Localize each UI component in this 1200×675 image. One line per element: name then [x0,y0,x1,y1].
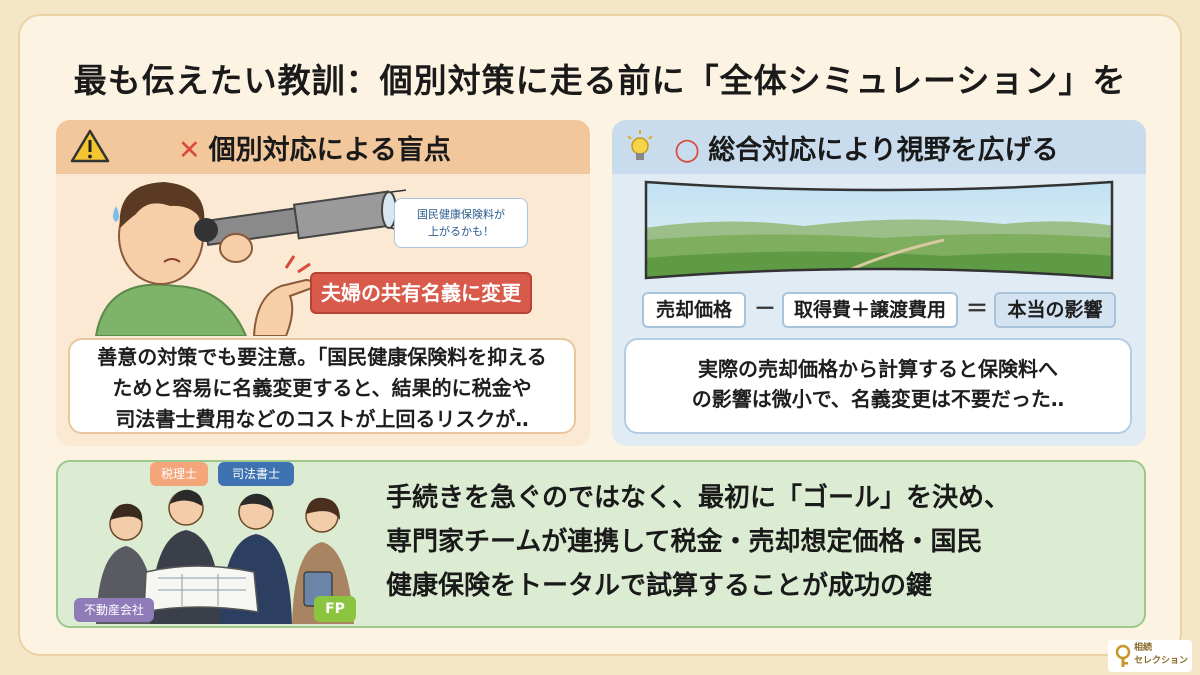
expert-team-illustration [96,489,354,624]
formula-term-sale-price: 売却価格 [642,292,746,328]
left-note-line-3: 司法書士費用などのコストが上回るリスクが‥ [115,407,529,431]
warning-icon [70,129,110,163]
logo-line-2: セレクション [1134,656,1189,666]
right-note-line-1: 実際の売却価格から計算すると保険料へ [698,357,1058,381]
conclusion-line-2: 専門家チームが連携して税金・売却想定価格・国民 [386,527,983,557]
logo-key-icon [1115,644,1131,667]
right-heading-text: 総合対応により視野を広げる [708,135,1059,166]
left-note-box: 善意の対策でも要注意。「国民健康保険料を抑える ためと容易に名義変更すると、結果… [68,338,576,434]
tag-real-estate: 不動産会社 [74,598,154,622]
speech-line-2: 上がるかも！ [428,225,494,238]
conclusion-line-1: 手続きを急ぐのではなく、最初に「ゴール」を決め、 [386,483,1011,513]
cross-icon: ✕ [178,135,201,166]
speech-bubble: 国民健康保険料が 上がるかも！ [394,198,528,248]
speech-line-1: 国民健康保険料が [417,208,505,221]
right-panel-heading: ○総合対応により視野を広げる [674,128,1059,167]
lightbulb-icon [627,130,653,160]
right-note-box: 実際の売却価格から計算すると保険料へ の影響は微小で、名義変更は不要だった‥ [624,338,1132,434]
formula-result: 本当の影響 [994,292,1116,328]
logo-text: 相続 セレクション [1134,642,1188,668]
page-title: 最も伝えたい教訓：個別対策に走る前に「全体シミュレーション」を [73,61,1127,100]
left-heading-text: 個別対応による盲点 [208,135,451,166]
circle-icon: ○ [674,132,701,167]
tag-fp: FP [314,596,356,622]
formula-minus: － [754,297,777,322]
right-panel-header [612,120,1146,174]
left-panel-heading: ✕個別対応による盲点 [178,128,451,167]
panorama-landscape [644,180,1114,280]
telescope-man-illustration [94,182,406,336]
action-label: 夫婦の共有名義に変更 [310,272,532,314]
left-note-line-2: ためと容易に名義変更すると、結果的に税金や [112,376,532,400]
conclusion-text: 手続きを急ぐのではなく、最初に「ゴール」を決め、 専門家チームが連携して税金・売… [386,476,1126,608]
logo-line-1: 相続 [1134,643,1153,653]
left-panel-header [56,120,590,174]
formula-term-costs: 取得費＋譲渡費用 [782,292,958,328]
tag-judicial-scrivener: 司法書士 [218,462,294,486]
right-note-line-2: の影響は微小で、名義変更は不要だった‥ [691,387,1065,411]
tag-tax-accountant: 税理士 [150,462,208,486]
conclusion-line-3: 健康保険をトータルで試算することが成功の鍵 [386,571,933,601]
formula-equals: ＝ [966,297,989,322]
left-note-line-1: 善意の対策でも要注意。「国民健康保険料を抑える [97,345,547,369]
